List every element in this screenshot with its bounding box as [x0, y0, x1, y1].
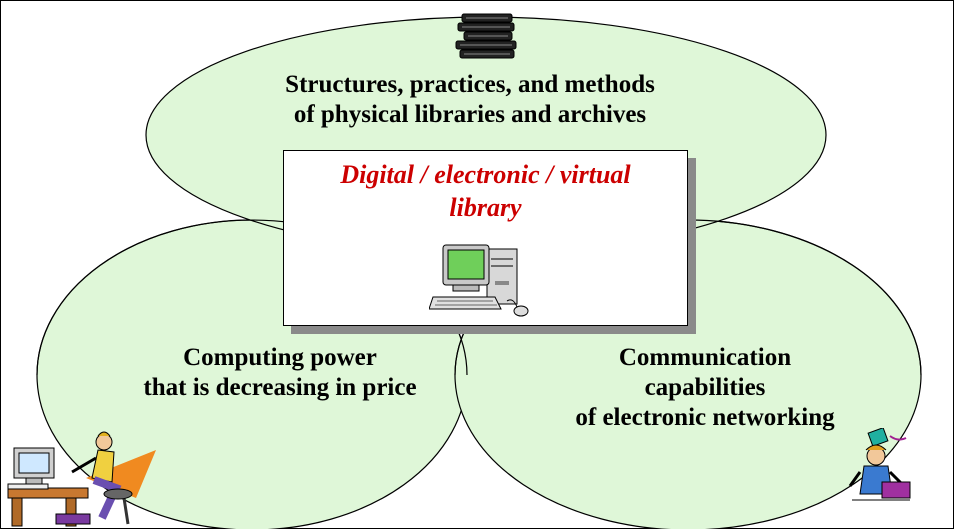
center-box: Digital / electronic / virtual library: [283, 150, 688, 326]
center-title-line-1: Digital / electronic / virtual: [340, 160, 631, 189]
center-title: Digital / electronic / virtual library: [284, 159, 687, 224]
top-circle-line-1: Structures, practices, and methods: [285, 71, 655, 98]
person-at-desk-icon: [7, 431, 156, 527]
computer-icon: [429, 244, 529, 317]
center-title-line-2: library: [449, 192, 522, 222]
right-circle-label: Communication capabilities of electronic…: [505, 343, 905, 433]
right-circle-line-1: Communication: [618, 344, 792, 371]
top-circle-line-2: of physical libraries and archives: [293, 101, 647, 128]
person-with-phone-icon: [848, 428, 911, 501]
top-circle-label: Structures, practices, and methods of ph…: [170, 70, 770, 130]
right-circle-line-2: capabilities: [644, 374, 766, 401]
left-circle-line-1: Computing power: [183, 344, 377, 371]
book-stack-icon: [455, 13, 517, 59]
left-circle-label: Computing power that is decreasing in pr…: [80, 343, 480, 403]
left-circle-line-2: that is decreasing in price: [143, 374, 417, 401]
right-circle-line-3: of electronic networking: [575, 404, 835, 431]
